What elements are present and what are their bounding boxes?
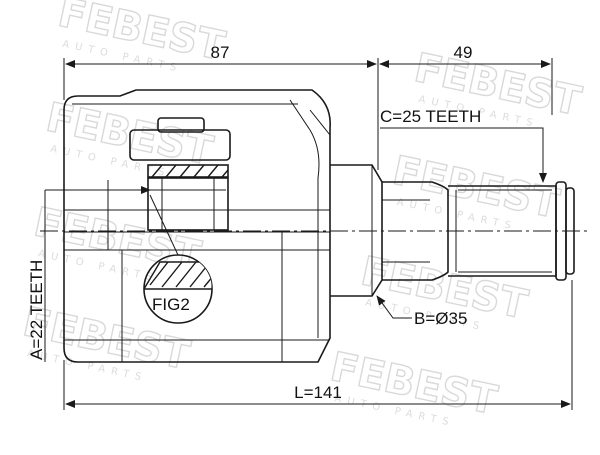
tripod-assembly xyxy=(129,117,231,231)
inner-spline-callout: A=22 TEETH xyxy=(27,186,151,362)
dimension-49: 49 xyxy=(379,43,551,68)
fig2-detail: FIG2 xyxy=(143,194,213,324)
outer-spline-label: C=25 TEETH xyxy=(380,107,481,126)
total-length-dimension: L=141 xyxy=(65,383,571,408)
total-length-label: L=141 xyxy=(294,383,342,402)
watermark-layer: FEBEST AUTO PARTS FEBEST AUTO PARTS FEBE… xyxy=(18,0,586,429)
seal-diameter-callout: B=Ø35 xyxy=(376,295,467,328)
dimension-87-label: 87 xyxy=(211,43,230,62)
dimension-49-label: 49 xyxy=(454,43,473,62)
inner-spline-label: A=22 TEETH xyxy=(27,260,46,360)
seal-diameter-label: B=Ø35 xyxy=(414,309,467,328)
extension-lines xyxy=(63,58,573,410)
outer-spline-callout: C=25 TEETH xyxy=(380,107,547,183)
housing-body xyxy=(63,89,331,363)
dimension-87: 87 xyxy=(65,43,377,68)
fig2-label: FIG2 xyxy=(152,295,190,314)
